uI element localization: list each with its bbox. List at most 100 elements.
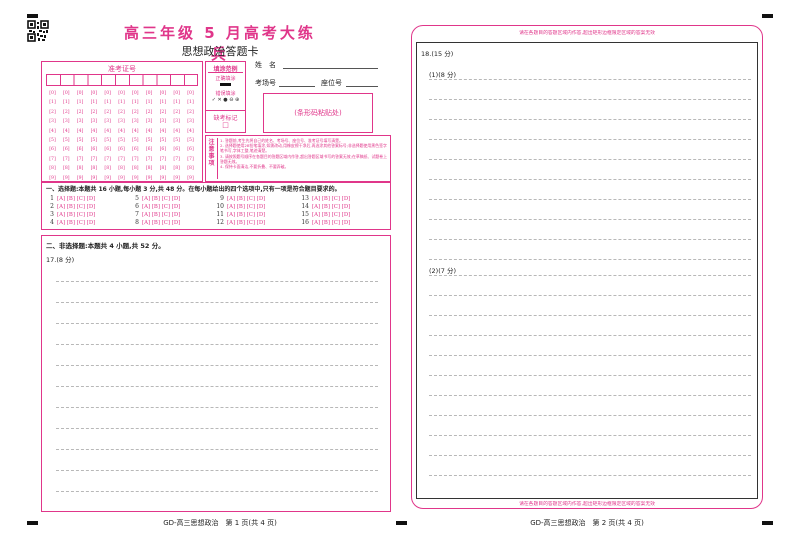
digit-bubble[interactable]: [1] — [187, 100, 194, 106]
choice-question-11[interactable]: 11[A] [B] [C] [D] — [216, 211, 265, 218]
digit-bubble[interactable]: [0] — [132, 91, 139, 96]
digit-bubble[interactable]: [9] — [159, 175, 167, 181]
digit-bubble[interactable]: [4] — [118, 128, 125, 134]
digit-bubble[interactable]: [3] — [118, 119, 125, 125]
choice-question-14[interactable]: 14[A] [B] [C] [D] — [301, 203, 350, 210]
choice-options[interactable]: [A] [B] [C] [D] — [142, 220, 181, 226]
digit-column[interactable]: [0][1][2][3][4][5][6][7][8][9] — [46, 89, 59, 183]
digit-bubble[interactable]: [2] — [145, 109, 153, 115]
digit-bubble[interactable]: [3] — [63, 119, 70, 125]
digit-bubble[interactable]: [6] — [63, 147, 70, 153]
answer-line[interactable] — [429, 315, 751, 316]
digit-column[interactable]: [0][1][2][3][4][5][6][7][8][9] — [74, 89, 87, 183]
digit-bubble[interactable]: [3] — [187, 119, 194, 125]
choice-question-7[interactable]: 7[A] [B] [C] [D] — [131, 211, 180, 218]
digit-column[interactable]: [0][1][2][3][4][5][6][7][8][9] — [87, 89, 100, 183]
choice-question-5[interactable]: 5[A] [B] [C] [D] — [131, 195, 180, 202]
digit-bubble[interactable]: [6] — [145, 147, 153, 153]
choice-options[interactable]: [A] [B] [C] [D] — [312, 212, 351, 218]
choice-question-13[interactable]: 13[A] [B] [C] [D] — [301, 195, 350, 202]
digit-bubble[interactable]: [6] — [76, 147, 84, 153]
choice-question-4[interactable]: 4[A] [B] [C] [D] — [46, 219, 95, 226]
answer-line[interactable] — [429, 79, 751, 80]
digit-bubble[interactable]: [5] — [132, 138, 139, 144]
choice-options[interactable]: [A] [B] [C] [D] — [142, 204, 181, 210]
digit-bubble[interactable]: [6] — [90, 147, 98, 153]
answer-line[interactable] — [429, 395, 751, 396]
choice-question-2[interactable]: 2[A] [B] [C] [D] — [46, 203, 95, 210]
digit-bubble[interactable]: [1] — [159, 100, 167, 106]
digit-bubble[interactable]: [8] — [118, 166, 125, 172]
answer-line[interactable] — [56, 302, 378, 303]
choice-options[interactable]: [A] [B] [C] [D] — [227, 220, 266, 226]
digit-bubble[interactable]: [1] — [104, 100, 111, 106]
choice-question-16[interactable]: 16[A] [B] [C] [D] — [301, 219, 350, 226]
digit-bubble[interactable]: [8] — [63, 166, 70, 172]
digit-bubble[interactable]: [7] — [187, 156, 194, 162]
digit-bubble[interactable]: [5] — [118, 138, 125, 144]
choice-options[interactable]: [A] [B] [C] [D] — [227, 212, 266, 218]
choice-options[interactable]: [A] [B] [C] [D] — [57, 220, 96, 226]
choice-options[interactable]: [A] [B] [C] [D] — [227, 204, 266, 210]
digit-bubble[interactable]: [4] — [159, 128, 167, 134]
digit-bubble[interactable]: [7] — [159, 156, 167, 162]
digit-bubble[interactable]: [3] — [76, 119, 84, 125]
digit-bubble[interactable]: [0] — [145, 91, 153, 96]
choice-options[interactable]: [A] [B] [C] [D] — [142, 212, 181, 218]
digit-bubble[interactable]: [2] — [132, 109, 139, 115]
absent-checkbox[interactable]: □ — [222, 121, 229, 129]
digit-bubble[interactable]: [6] — [187, 147, 194, 153]
digit-bubble[interactable]: [8] — [90, 166, 98, 172]
choice-question-1[interactable]: 1[A] [B] [C] [D] — [46, 195, 95, 202]
digit-bubble[interactable]: [0] — [118, 91, 125, 96]
answer-line[interactable] — [56, 470, 378, 471]
digit-bubble[interactable]: [7] — [104, 156, 111, 162]
digit-bubble[interactable]: [6] — [173, 147, 180, 153]
digit-bubble[interactable]: [2] — [90, 109, 98, 115]
digit-bubble[interactable]: [0] — [104, 91, 111, 96]
answer-line[interactable] — [429, 375, 751, 376]
digit-bubble[interactable]: [8] — [49, 166, 56, 172]
digit-bubble[interactable]: [2] — [76, 109, 84, 115]
choice-question-9[interactable]: 9[A] [B] [C] [D] — [216, 195, 265, 202]
digit-bubble[interactable]: [3] — [49, 119, 56, 125]
digit-bubble[interactable]: [8] — [159, 166, 167, 172]
digit-bubble[interactable]: [1] — [76, 100, 84, 106]
digit-bubble[interactable]: [2] — [187, 109, 194, 115]
digit-bubble[interactable]: [4] — [187, 128, 194, 134]
digit-bubble[interactable]: [8] — [187, 166, 194, 172]
digit-bubble[interactable]: [1] — [173, 100, 180, 106]
answer-line[interactable] — [56, 365, 378, 366]
answer-line[interactable] — [56, 344, 378, 345]
digit-bubble[interactable]: [2] — [118, 109, 125, 115]
choice-options[interactable]: [A] [B] [C] [D] — [312, 196, 351, 202]
answer-area-18[interactable] — [417, 43, 757, 498]
digit-bubble[interactable]: [0] — [187, 91, 194, 96]
answer-line[interactable] — [429, 179, 751, 180]
answer-line[interactable] — [56, 449, 378, 450]
digit-bubble[interactable]: [8] — [145, 166, 153, 172]
digit-bubble[interactable]: [6] — [49, 147, 56, 153]
digit-column[interactable]: [0][1][2][3][4][5][6][7][8][9] — [115, 89, 128, 183]
digit-bubble[interactable]: [6] — [104, 147, 111, 153]
digit-bubble[interactable]: [4] — [90, 128, 98, 134]
digit-bubble[interactable]: [3] — [145, 119, 153, 125]
digit-bubble[interactable]: [5] — [145, 138, 153, 144]
answer-line[interactable] — [56, 407, 378, 408]
answer-line[interactable] — [429, 199, 751, 200]
answer-line[interactable] — [429, 435, 751, 436]
digit-bubble[interactable]: [2] — [173, 109, 180, 115]
digit-bubble[interactable]: [9] — [145, 175, 153, 181]
digit-bubble[interactable]: [0] — [173, 91, 180, 96]
digit-bubble[interactable]: [2] — [63, 109, 70, 115]
choice-question-8[interactable]: 8[A] [B] [C] [D] — [131, 219, 180, 226]
answer-line[interactable] — [429, 159, 751, 160]
answer-line[interactable] — [56, 281, 378, 282]
digit-bubble[interactable]: [1] — [90, 100, 98, 106]
digit-bubble[interactable]: [8] — [76, 166, 84, 172]
digit-bubble[interactable]: [7] — [63, 156, 70, 162]
digit-column[interactable]: [0][1][2][3][4][5][6][7][8][9] — [143, 89, 156, 183]
digit-bubble[interactable]: [9] — [173, 175, 180, 181]
answer-area-17[interactable] — [42, 236, 390, 511]
choice-options[interactable]: [A] [B] [C] [D] — [142, 196, 181, 202]
